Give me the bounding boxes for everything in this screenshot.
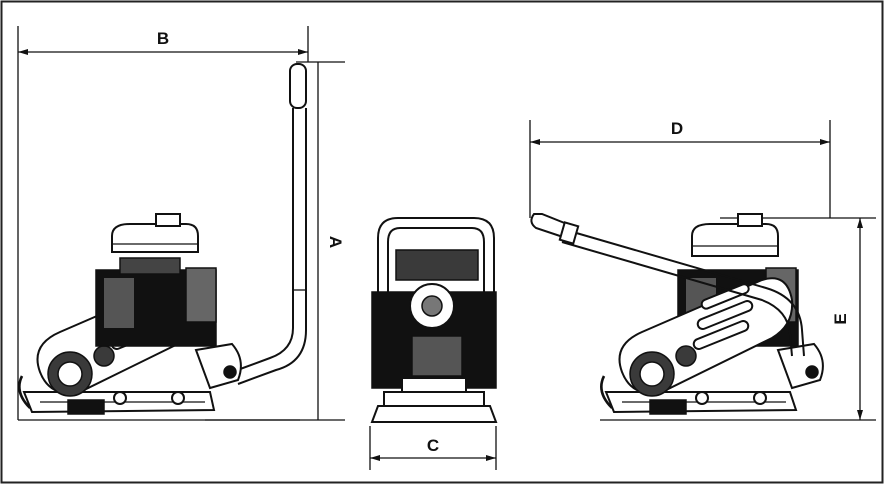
rear-bracket-left [104, 342, 242, 405]
label-b: B [157, 29, 169, 48]
side-view-left: B A [17, 26, 345, 421]
handle-right [530, 213, 805, 357]
dimension-d: D [529, 119, 831, 218]
front-view: C [369, 217, 498, 470]
label-c: C [427, 436, 439, 455]
rear-bracket-right [695, 342, 824, 405]
handle-left [231, 63, 307, 385]
label-e: E [831, 313, 850, 324]
engine-left [95, 213, 217, 347]
dimension-b: B [17, 26, 309, 420]
dimension-c: C [369, 426, 497, 470]
belt-housing-right [618, 277, 794, 397]
side-view-right: D E [529, 119, 876, 421]
label-d: D [671, 119, 683, 138]
label-a: A [326, 236, 345, 248]
